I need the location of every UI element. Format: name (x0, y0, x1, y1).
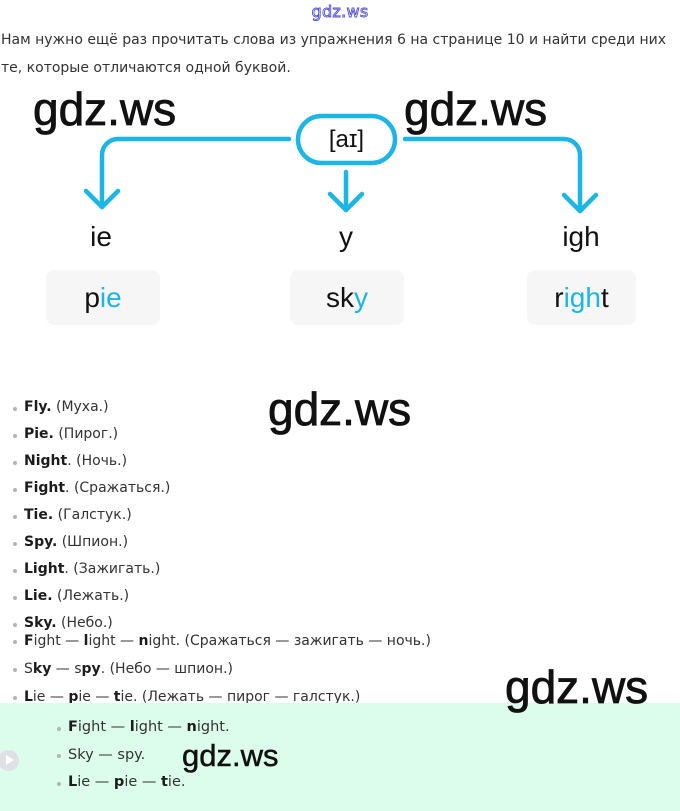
text: ight. (Сражаться — зажигать — ночь.) (148, 633, 431, 649)
pairs-list-item: Lie — pie — tie. (Лежать — пирог — галст… (0, 683, 431, 711)
text: ight. (196, 719, 230, 735)
spelling-label-igh: igh (562, 221, 600, 252)
word-list-item: Pie. (Пирог.) (0, 421, 170, 448)
sound-label: [aɪ] (328, 125, 365, 153)
text: (Муха.) (51, 399, 109, 415)
text: Sky — spy. (68, 746, 146, 763)
word-list-item: Night. (Ночь.) (0, 448, 170, 475)
answer-list-item: Lie — pie — tie. (44, 769, 230, 797)
bold-text: p (68, 689, 79, 705)
site-watermark: gdz.ws (311, 2, 369, 22)
highlighted-letters: igh (563, 281, 601, 313)
text: . (Небо — шпион.) (100, 661, 233, 677)
word-list-item: Sky. (Небо.) (0, 610, 170, 637)
text: ight — (134, 719, 187, 735)
word-list-item: Tie. (Галстук.) (0, 502, 170, 529)
bold-text: L (68, 774, 78, 790)
bold-text: Night (24, 453, 68, 469)
watermark: gdz.ws (33, 83, 177, 135)
intro-paragraph: Нам нужно ещё раз прочитать слова из упр… (1, 27, 666, 82)
word-list-item: Light. (Зажигать.) (0, 556, 170, 583)
text: ie — (124, 774, 161, 790)
pairs-list-item: Sky — spy. (Небо — шпион.) (0, 655, 431, 683)
text: (Шпион.) (57, 534, 129, 550)
intro-line: Нам нужно ещё раз прочитать слова из упр… (1, 32, 667, 48)
bold-text: Lie. (24, 588, 53, 604)
bold-text: L (24, 689, 33, 705)
arrow-down-icon (83, 188, 121, 210)
text: r (554, 281, 564, 313)
text: sk (326, 281, 354, 313)
text: ight — (77, 719, 130, 735)
pairs-list: Fight — light — night. (Сражаться — зажи… (0, 627, 431, 711)
bold-text: t (113, 689, 121, 705)
text: ie. (Лежать — пирог — галстук.) (120, 689, 361, 705)
connector-line-right (402, 136, 583, 214)
answer-list: Fight — light — night.Sky — spy.Lie — pi… (44, 714, 230, 797)
bold-text: l (129, 719, 135, 735)
bold-text: Sky. (24, 615, 57, 631)
watermark: gdz.ws (505, 661, 649, 713)
watermark: gdz.ws (182, 738, 279, 773)
connector-line-left (99, 136, 292, 210)
text: ight — (33, 633, 84, 649)
answer-list-item: Fight — light — night. (44, 714, 230, 742)
word-list: Fly. (Муха.)Pie. (Пирог.)Night. (Ночь.)F… (0, 394, 170, 637)
arrow-down-icon (327, 191, 365, 213)
bold-text: n (186, 719, 197, 735)
bold-text: Light (24, 561, 65, 577)
bold-text: ky (32, 661, 52, 677)
bold-text: py (81, 661, 101, 677)
sound-pill (295, 113, 398, 166)
bold-text: Fight (24, 480, 66, 496)
watermark: gdz.ws (268, 383, 412, 435)
bold-text: F (24, 633, 34, 649)
word-list-item: Lie. (Лежать.) (0, 583, 170, 610)
intro-line: те, которые отличаются одной буквой. (1, 59, 291, 76)
answer-block: Fight — light — night.Sky — spy.Lie — pi… (0, 703, 680, 811)
text: (Пирог.) (53, 426, 119, 442)
highlighted-letters: y (354, 281, 368, 313)
play-icon[interactable] (0, 750, 19, 771)
answer-list-item: Sky — spy. (44, 742, 230, 770)
bold-text: Spy. (24, 534, 58, 550)
sound-diagram (83, 113, 599, 214)
text: . (Сражаться.) (65, 480, 171, 496)
pairs-list-item: Fight — light — night. (Сражаться — зажи… (0, 627, 431, 655)
text: — s (51, 661, 82, 677)
text: ight — (88, 633, 139, 649)
spelling-label-ie: ie (90, 221, 112, 252)
text: (Небо.) (56, 615, 113, 631)
word-list-item: Fight. (Сражаться.) (0, 475, 170, 502)
text: ie — (78, 689, 114, 705)
watermark: gdz.ws (404, 83, 548, 135)
bold-text: n (138, 633, 149, 649)
bold-text: t (160, 774, 168, 790)
text: t (600, 281, 609, 313)
bold-text: Tie. (24, 507, 54, 523)
text: S (24, 661, 33, 677)
bold-text: p (113, 774, 125, 790)
bold-text: Pie. (24, 426, 54, 442)
text: p (84, 281, 100, 313)
text: . (Ночь.) (67, 453, 128, 469)
highlighted-letters: ie (99, 281, 122, 313)
text: ie — (77, 774, 114, 790)
word-list-item: Spy. (Шпион.) (0, 529, 170, 556)
word-list-item: Fly. (Муха.) (0, 394, 170, 421)
text: . (Зажигать.) (64, 561, 161, 577)
arrow-down-icon (561, 192, 599, 214)
text: ie. (167, 774, 186, 790)
text: (Галстук.) (53, 507, 132, 523)
text: ie — (32, 689, 69, 705)
bold-text: Fly. (24, 399, 52, 415)
bold-text: l (83, 633, 89, 649)
bold-text: F (68, 719, 78, 735)
spelling-label-y: y (339, 221, 353, 252)
text: (Лежать.) (52, 588, 130, 604)
